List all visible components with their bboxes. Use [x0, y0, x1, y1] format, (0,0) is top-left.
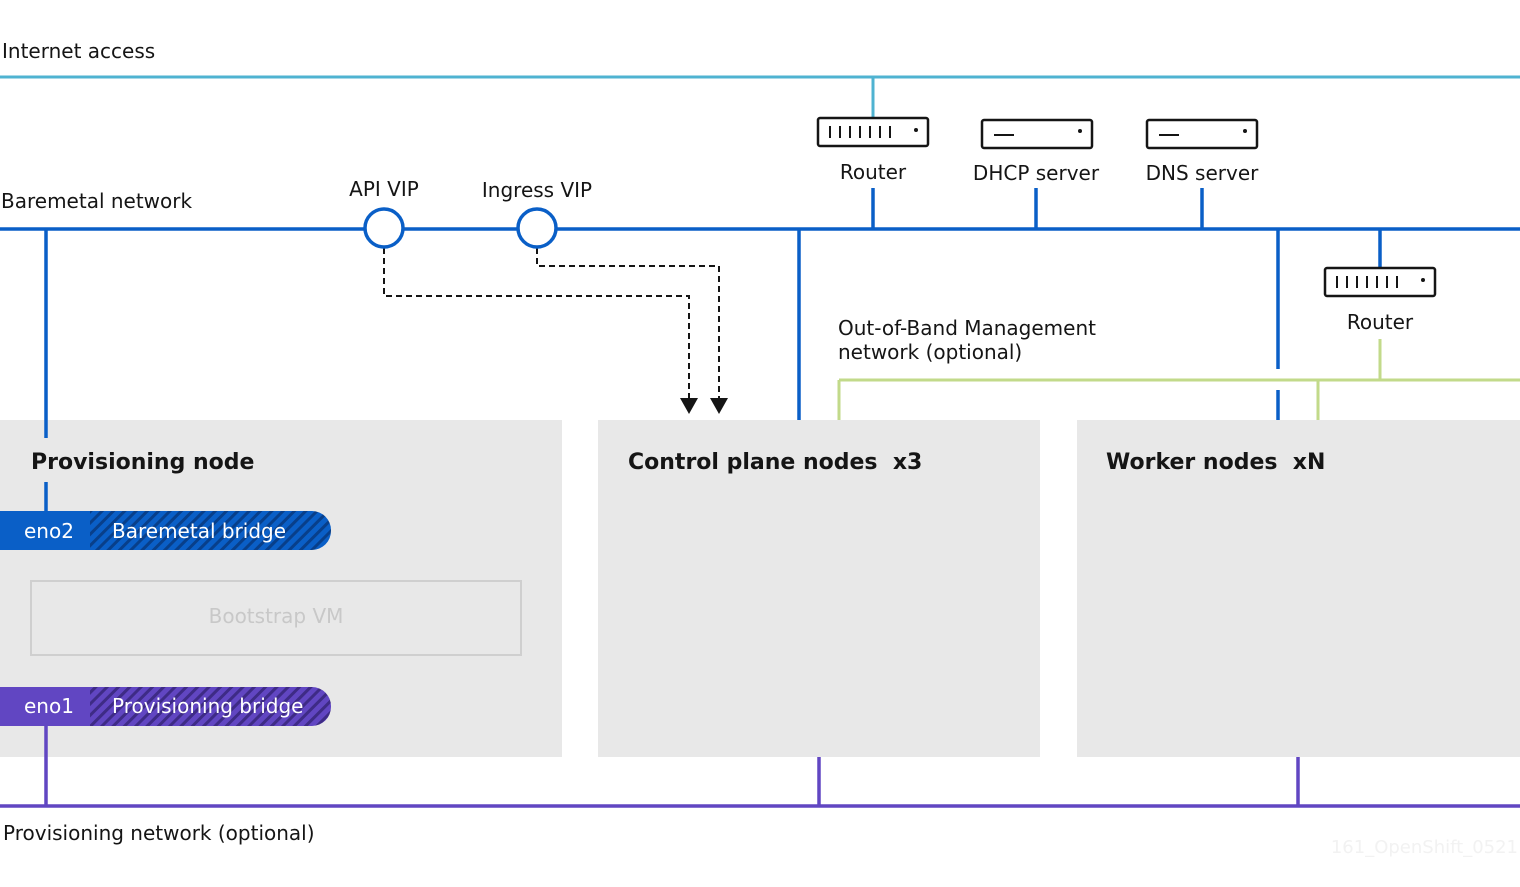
provisioning-bridge-label: Provisioning bridge [112, 694, 303, 718]
api-vip-arrowhead [680, 398, 698, 414]
provisioning-node-title: Provisioning node [31, 450, 254, 475]
worker-nodes-title: Worker nodes xN [1106, 450, 1325, 475]
internet-label: Internet access [2, 39, 155, 63]
worker-nodes-box [1077, 420, 1520, 757]
dns-label: DNS server [1146, 161, 1260, 185]
watermark: 161_OpenShift_0521 [1331, 837, 1518, 858]
oob-label-line1: Out-of-Band Management [838, 316, 1096, 340]
provisioning-bridge: eno1 Provisioning bridge [0, 687, 331, 726]
provisioning-label: Provisioning network (optional) [3, 821, 315, 845]
router-top-label: Router [840, 160, 907, 184]
ingress-vip-circle [516, 207, 558, 249]
dhcp-server-icon [980, 118, 1094, 150]
bootstrap-vm-box [30, 580, 522, 656]
eno2-label: eno2 [24, 519, 74, 543]
baremetal-bridge: eno2 Baremetal bridge [0, 511, 331, 550]
ingress-vip-arrow [536, 248, 720, 400]
ingress-vip-label: Ingress VIP [482, 178, 592, 202]
api-vip-arrow [383, 248, 690, 400]
control-plane-box [598, 420, 1040, 757]
dhcp-label: DHCP server [973, 161, 1100, 185]
oob-label-line2: network (optional) [838, 340, 1022, 364]
router-oob-label: Router [1347, 310, 1414, 334]
baremetal-label: Baremetal network [1, 189, 193, 213]
router-oob-icon [1323, 266, 1437, 298]
router-top-icon [816, 116, 930, 148]
bootstrap-vm-label: Bootstrap VM [209, 604, 344, 628]
baremetal-bridge-label: Baremetal bridge [112, 519, 286, 543]
control-plane-title: Control plane nodes x3 [628, 450, 922, 475]
dns-server-icon [1145, 118, 1259, 150]
api-vip-label: API VIP [349, 177, 419, 201]
ingress-vip-arrowhead [710, 398, 728, 414]
api-vip-circle [363, 207, 405, 249]
eno1-label: eno1 [24, 694, 74, 718]
